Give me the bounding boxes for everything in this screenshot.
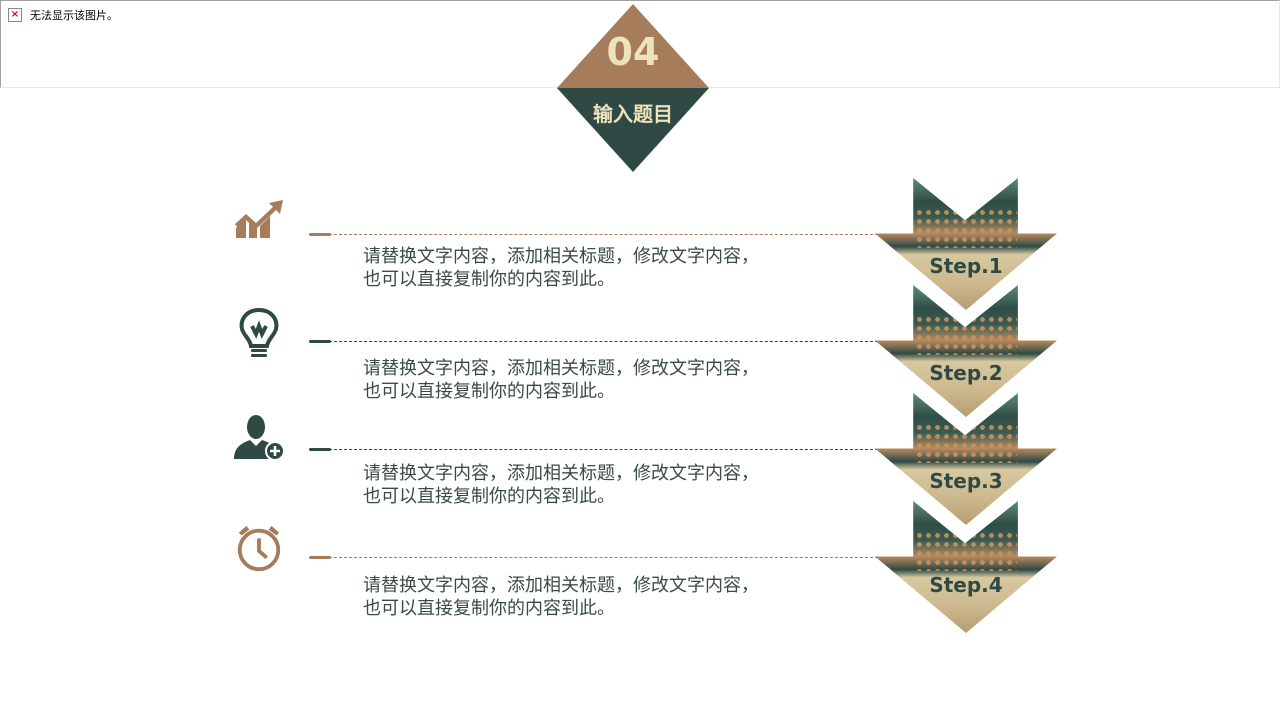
- section-number: 04: [606, 30, 660, 74]
- step-row-2: 请替换文字内容，添加相关标题，修改文字内容，也可以直接复制你的内容到此。 Ste…: [0, 285, 1280, 441]
- step-row-1: 请替换文字内容，添加相关标题，修改文字内容，也可以直接复制你的内容到此。 Ste…: [0, 178, 1280, 334]
- dashed-divider: [309, 234, 913, 235]
- dashed-divider: [309, 341, 913, 342]
- dashed-divider: [309, 557, 913, 558]
- section-title: 输入题目: [593, 102, 673, 126]
- dashed-divider: [309, 449, 913, 450]
- step-description: 请替换文字内容，添加相关标题，修改文字内容，也可以直接复制你的内容到此。: [363, 358, 759, 402]
- step-label: Step.4: [929, 573, 1003, 597]
- step-row-3: 请替换文字内容，添加相关标题，修改文字内容，也可以直接复制你的内容到此。 Ste…: [0, 393, 1280, 549]
- step-label: Step.3: [929, 469, 1003, 493]
- lightbulb-icon: [239, 307, 279, 357]
- step-row-4: 请替换文字内容，添加相关标题，修改文字内容，也可以直接复制你的内容到此。 Ste…: [0, 501, 1280, 657]
- step-label: Step.2: [929, 361, 1003, 385]
- add-user-icon: [234, 415, 285, 461]
- broken-image-message: 无法显示该图片。: [30, 9, 118, 22]
- step-description: 请替换文字内容，添加相关标题，修改文字内容，也可以直接复制你的内容到此。: [363, 246, 759, 290]
- step-description: 请替换文字内容，添加相关标题，修改文字内容，也可以直接复制你的内容到此。: [363, 463, 759, 507]
- step-description: 请替换文字内容，添加相关标题，修改文字内容，也可以直接复制你的内容到此。: [363, 575, 759, 619]
- broken-image-icon: ×: [8, 8, 22, 22]
- step-label: Step.1: [929, 254, 1003, 278]
- growth-chart-icon: [235, 200, 283, 238]
- alarm-clock-icon: [237, 525, 281, 572]
- step-chevron-image: [875, 178, 1057, 310]
